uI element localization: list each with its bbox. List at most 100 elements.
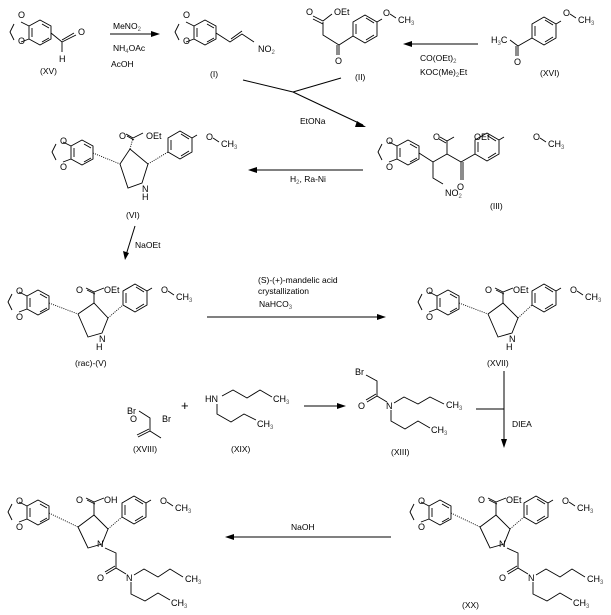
reagent-menO2: MeNO2 bbox=[113, 21, 142, 33]
reagent-naoh: NaOH bbox=[291, 522, 315, 532]
atom-o: O bbox=[183, 36, 190, 46]
atom-n: N bbox=[509, 334, 516, 344]
atom-ch3: CH3 bbox=[548, 139, 565, 151]
reagent-mandelic-acid: (S)-(+)-mandelic acid bbox=[258, 275, 338, 285]
atom-o: O bbox=[426, 312, 433, 322]
atom-o: O bbox=[97, 573, 104, 583]
atom-ch3: CH3 bbox=[175, 503, 192, 515]
atom-ch3: CH3 bbox=[185, 574, 202, 586]
reaction-arrow-7 bbox=[304, 403, 346, 409]
atom-n: N bbox=[142, 184, 149, 194]
atom-n: N bbox=[97, 539, 104, 549]
atom-ch3: CH3 bbox=[431, 425, 448, 437]
compound-label-III: (III) bbox=[490, 201, 503, 211]
atom-ch3: CH3 bbox=[398, 15, 415, 27]
compound-final-acid: O O O OH N O CH3 O N CH3 CH3 bbox=[7, 495, 202, 610]
atom-oet: OEt bbox=[474, 132, 490, 142]
compound-II: O OEt O O CH3 (II) bbox=[306, 7, 415, 82]
compound-label-XV: (XV) bbox=[40, 66, 57, 76]
compound-XVII: O O O OEt N H O CH3 (XVII) bbox=[417, 283, 602, 368]
atom-o: O bbox=[426, 286, 433, 296]
compound-label-II: (II) bbox=[355, 72, 366, 82]
atom-hn: HN bbox=[205, 394, 218, 404]
atom-h: H bbox=[96, 342, 103, 352]
atom-n: N bbox=[499, 539, 506, 549]
compound-label-XIII: (XIII) bbox=[391, 447, 410, 457]
atom-o: O bbox=[60, 136, 67, 146]
atom-n: N bbox=[386, 401, 393, 411]
compound-label-rac-V: (rac)-(V) bbox=[75, 358, 107, 368]
atom-ch3: CH3 bbox=[587, 574, 604, 586]
compound-label-XVI: (XVI) bbox=[540, 68, 560, 78]
reaction-arrow-5: NaOEt bbox=[123, 225, 161, 260]
atom-oet: OEt bbox=[513, 285, 529, 295]
compound-label-XX: (XX) bbox=[462, 600, 479, 610]
atom-o: O bbox=[418, 496, 425, 506]
reagent-kocme2et: KOC(Me)2Et bbox=[420, 67, 468, 79]
atom-o: O bbox=[16, 522, 23, 532]
atom-oet: OEt bbox=[334, 7, 350, 17]
atom-o: O bbox=[562, 496, 569, 506]
atom-o: O bbox=[18, 10, 25, 20]
reagent-h2-rani: H2, Ra-Ni bbox=[290, 174, 326, 186]
atom-ch3: CH3 bbox=[171, 598, 188, 610]
atom-o: O bbox=[18, 36, 25, 46]
atom-ch3: CH3 bbox=[585, 292, 602, 304]
atom-ch3: CH3 bbox=[273, 394, 290, 406]
atom-oet: OEt bbox=[506, 495, 522, 505]
atom-o: O bbox=[563, 8, 570, 18]
atom-oet: OEt bbox=[146, 131, 162, 141]
atom-o: O bbox=[16, 312, 23, 322]
atom-no2: NO2 bbox=[258, 44, 276, 56]
reaction-arrow-4: H2, Ra-Ni bbox=[248, 167, 363, 186]
reagent-diea: DIEA bbox=[512, 419, 532, 429]
atom-o: O bbox=[499, 573, 506, 583]
atom-n: N bbox=[99, 334, 106, 344]
atom-o: O bbox=[533, 132, 540, 142]
atom-o: O bbox=[457, 182, 464, 192]
reagent-nahco3: NaHCO3 bbox=[259, 299, 293, 311]
compound-label-VI: (VI) bbox=[126, 210, 140, 220]
atom-o: O bbox=[386, 162, 393, 172]
compound-I: O O NO2 (I) bbox=[174, 10, 276, 79]
atom-ch3: CH3 bbox=[446, 400, 463, 412]
plus-sign: + bbox=[181, 398, 189, 413]
reaction-arrow-9: NaOH bbox=[225, 522, 391, 540]
atom-o: O bbox=[76, 285, 83, 295]
atom-ch3: CH3 bbox=[221, 139, 238, 151]
reaction-arrow-1: MeNO2 NH4OAc AcOH bbox=[110, 21, 160, 69]
reagent-acoh: AcOH bbox=[111, 59, 134, 69]
atom-o: O bbox=[16, 496, 23, 506]
atom-h3c: H3C bbox=[491, 35, 508, 47]
compound-XX: O O O OEt N O CH3 O N CH3 CH3 (XX) bbox=[409, 495, 604, 610]
atom-n: N bbox=[126, 573, 133, 583]
compound-label-I: (I) bbox=[210, 69, 218, 79]
atom-br: Br bbox=[355, 367, 364, 377]
atom-o: O bbox=[130, 414, 137, 424]
compound-XIII: Br O N CH3 CH3 (XIII) bbox=[355, 367, 463, 457]
reagent-nh4oac: NH4OAc bbox=[113, 43, 146, 55]
reagent-naoet: NaOEt bbox=[135, 240, 161, 250]
atom-o: O bbox=[161, 285, 168, 295]
atom-o: O bbox=[478, 495, 485, 505]
atom-o: O bbox=[514, 57, 521, 67]
atom-o: O bbox=[485, 285, 492, 295]
compound-label-XVII: (XVII) bbox=[487, 358, 509, 368]
reaction-arrow-2: CO(OEt)2 KOC(Me)2Et bbox=[403, 41, 478, 79]
atom-no2: NO2 bbox=[445, 188, 463, 200]
reagent-co-oet2: CO(OEt)2 bbox=[420, 53, 457, 65]
atom-o: O bbox=[119, 131, 126, 141]
compound-XVI: H3C O O CH3 (XVI) bbox=[491, 8, 595, 78]
atom-o: O bbox=[16, 286, 23, 296]
compound-III: O O NO2 O O OEt O CH3 (III) bbox=[377, 132, 565, 211]
compound-label-XIX: (XIX) bbox=[231, 444, 251, 454]
atom-ch3: CH3 bbox=[573, 598, 590, 610]
atom-br: Br bbox=[127, 406, 136, 416]
atom-o: O bbox=[335, 56, 342, 66]
atom-o: O bbox=[78, 27, 85, 37]
atom-o: O bbox=[433, 132, 440, 142]
atom-o: O bbox=[183, 10, 190, 20]
compound-XV: O O O H (XV) bbox=[9, 10, 85, 76]
atom-ch3: CH3 bbox=[578, 15, 595, 27]
